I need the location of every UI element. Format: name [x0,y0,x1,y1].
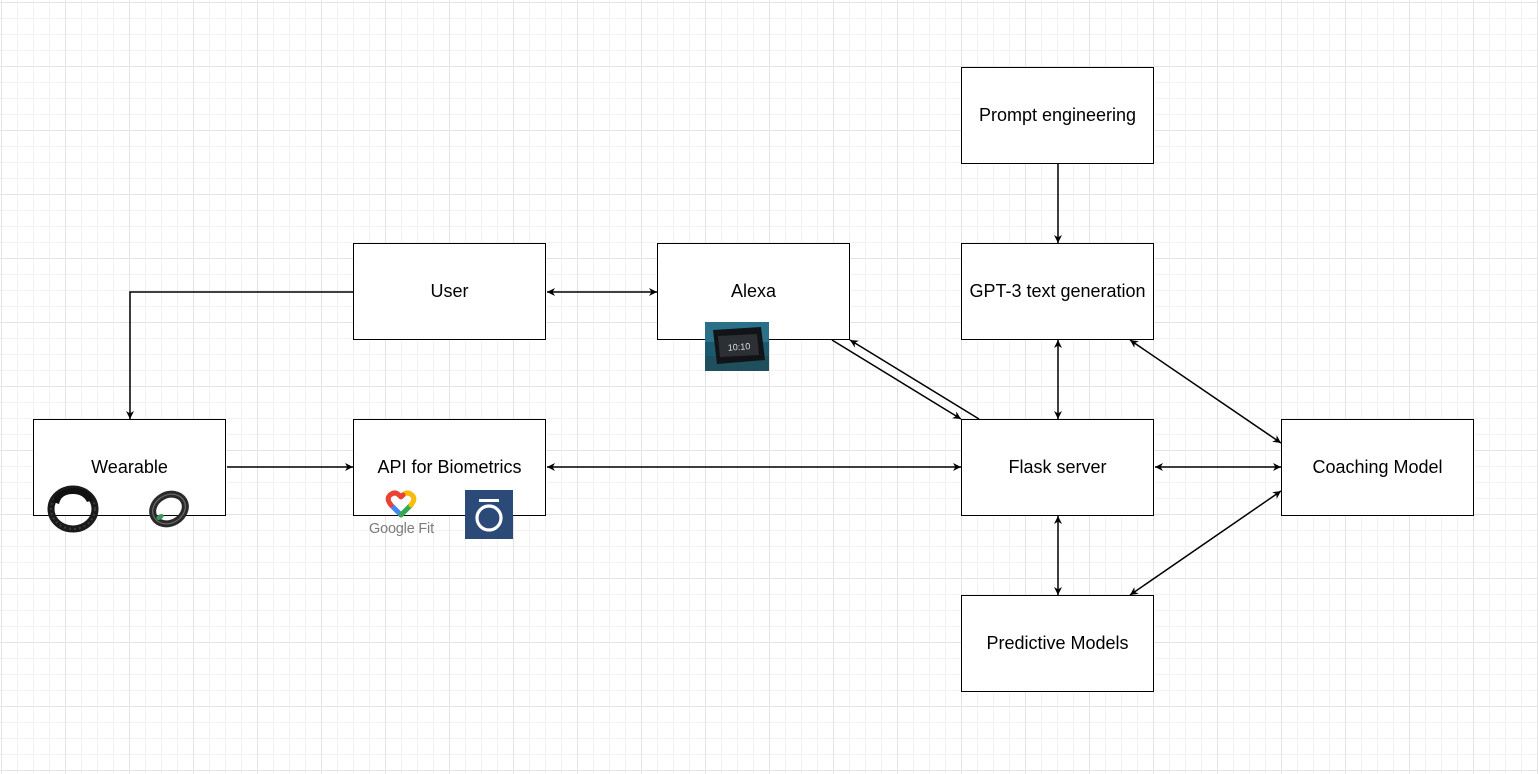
node-prompt-engineering[interactable]: Prompt engineering [961,67,1154,164]
google-fit-wordmark: Google Fit [369,521,434,537]
edge-user-wearable[interactable] [126,291,353,419]
node-label: Coaching Model [1312,457,1443,477]
node-label: API for Biometrics [377,457,522,477]
node-flask-server[interactable]: Flask server [961,419,1154,516]
node-label: Alexa [730,281,777,301]
smart-ring-icon[interactable] [147,487,192,532]
google-fit-heart-icon [385,490,417,518]
edge-alexa-flask[interactable] [831,339,962,420]
echo-show-device-icon[interactable]: 10:10 [705,322,769,371]
node-wearable[interactable]: Wearable [33,419,226,516]
svg-text:10:10: 10:10 [727,341,750,353]
node-alexa[interactable]: Alexa [657,243,850,340]
node-label: Predictive Models [986,633,1129,653]
edge-gpt3-coaching[interactable] [1129,339,1282,444]
google-fit-logo[interactable]: Google Fit [366,489,436,541]
edge-predictive-coaching[interactable] [1129,490,1282,596]
node-label: Wearable [91,457,168,477]
node-label: Prompt engineering [978,105,1137,125]
fitness-band-icon[interactable] [47,482,99,534]
edge-flask-alexa[interactable] [849,339,980,420]
node-label: Flask server [1008,457,1107,477]
node-api-for-biometrics[interactable]: API for Biometrics [353,419,546,516]
node-label: User [430,281,469,301]
node-label: GPT-3 text generation [969,281,1146,301]
node-user[interactable]: User [353,243,546,340]
node-coaching-model[interactable]: Coaching Model [1281,419,1474,516]
node-gpt3-text-generation[interactable]: GPT-3 text generation [961,243,1154,340]
oura-logo-icon[interactable] [465,490,513,539]
node-predictive-models[interactable]: Predictive Models [961,595,1154,692]
